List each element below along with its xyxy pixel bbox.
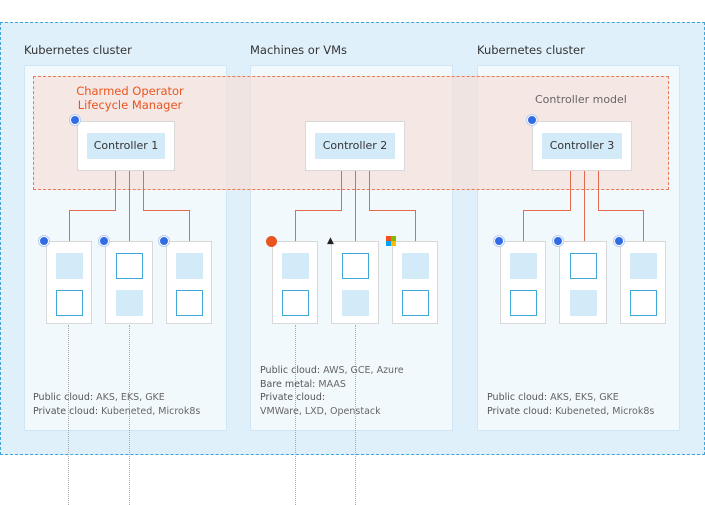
node-card[interactable]	[105, 241, 153, 324]
controller-box[interactable]: Controller 2	[305, 121, 405, 171]
kubernetes-icon	[70, 115, 80, 125]
controller-model-label: Controller model	[535, 93, 627, 106]
kubernetes-icon	[527, 115, 537, 125]
node-card[interactable]	[620, 241, 666, 324]
node-card[interactable]	[500, 241, 546, 324]
column-footer: Public cloud: AWS, GCE, Azure Bare metal…	[260, 365, 404, 417]
controller-label: Controller 2	[315, 133, 395, 159]
controller-box[interactable]: Controller 3	[532, 121, 632, 171]
operator-lifecycle-title: Charmed Operator Lifecycle Manager	[76, 84, 184, 112]
kubernetes-icon	[99, 236, 109, 246]
node-card[interactable]	[559, 241, 607, 324]
node-card[interactable]	[272, 241, 318, 324]
column-title: Kubernetes cluster	[24, 43, 132, 57]
linux-icon: ▲	[327, 236, 334, 246]
kubernetes-icon	[159, 236, 169, 246]
node-card[interactable]	[166, 241, 212, 324]
kubernetes-icon	[553, 236, 563, 246]
node-card[interactable]	[46, 241, 92, 324]
node-card[interactable]	[331, 241, 379, 324]
controller-label: Controller 3	[542, 133, 622, 159]
kubernetes-icon	[39, 236, 49, 246]
controller-box[interactable]: Controller 1	[77, 121, 175, 171]
controller-label: Controller 1	[87, 133, 165, 159]
column-title: Kubernetes cluster	[477, 43, 585, 57]
column-footer: Public cloud: AKS, EKS, GKE Private clou…	[33, 392, 201, 417]
column-footer: Public cloud: AKS, EKS, GKE Private clou…	[487, 392, 655, 417]
ubuntu-icon	[266, 236, 277, 247]
kubernetes-icon	[614, 236, 624, 246]
node-card[interactable]	[392, 241, 438, 324]
kubernetes-icon	[494, 236, 504, 246]
windows-icon	[386, 236, 396, 246]
column-title: Machines or VMs	[250, 43, 347, 57]
